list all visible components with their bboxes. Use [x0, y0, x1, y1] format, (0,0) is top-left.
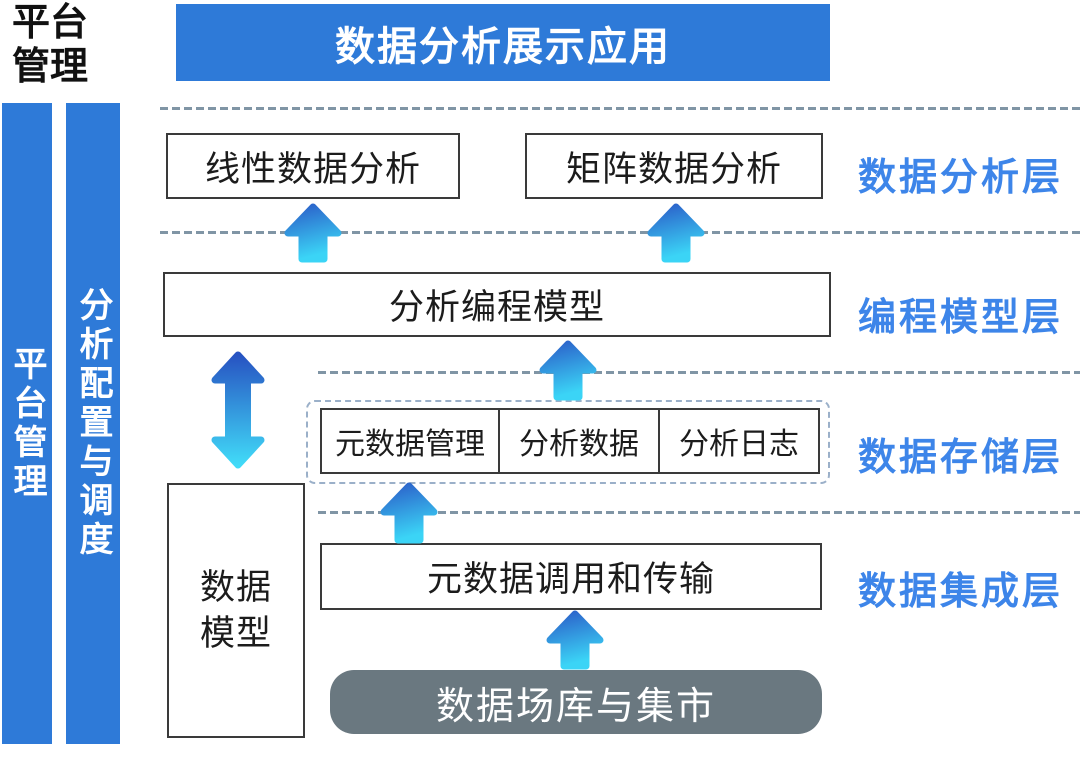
layer-divider-4 — [318, 511, 1080, 514]
corner-label-line2: 管理 — [12, 44, 89, 88]
box-analysis-programming-model: 分析编程模型 — [163, 272, 831, 337]
corner-label: 平台 管理 — [12, 0, 88, 88]
storage-cell-analysis-data: 分析数据 — [500, 410, 660, 472]
storage-group-dashed-container — [306, 400, 830, 484]
storage-cell-metadata-management: 元数据管理 — [322, 410, 500, 472]
double-arrow-icon — [211, 351, 265, 469]
box-metadata-call-transfer-label: 元数据调用和传输 — [426, 560, 715, 600]
box-linear-data-analysis: 线性数据分析 — [166, 133, 460, 199]
box-data-model-line2: 模型 — [199, 613, 272, 654]
box-data-warehouse-mart: 数据场库与集市 — [330, 670, 822, 734]
layer-divider-2 — [160, 231, 1080, 234]
layer-label-data-storage: 数据存储层 — [858, 435, 1064, 479]
top-banner-label: 数据分析展示应用 — [335, 23, 671, 70]
storage-cells: 元数据管理 分析数据 分析日志 — [320, 408, 820, 474]
box-matrix-data-analysis-label: 矩阵数据分析 — [565, 149, 782, 190]
sidebar-analysis-config-scheduling: 分析配置与调度 — [66, 103, 120, 744]
box-metadata-call-transfer: 元数据调用和传输 — [320, 543, 822, 610]
layer-label-data-integration: 数据集成层 — [858, 569, 1064, 613]
box-linear-data-analysis-label: 线性数据分析 — [204, 149, 421, 190]
storage-cell-analysis-log: 分析日志 — [679, 427, 799, 462]
layer-label-data-analysis: 数据分析层 — [858, 155, 1064, 199]
top-banner: 数据分析展示应用 — [176, 4, 830, 81]
sidebar-platform-management: 平台管理 — [2, 103, 52, 744]
sidebar-analysis-config-scheduling-label: 分析配置与调度 — [73, 287, 113, 560]
box-data-model: 数据 模型 — [167, 483, 305, 738]
layer-label-programming-model: 编程模型层 — [858, 295, 1064, 339]
box-matrix-data-analysis: 矩阵数据分析 — [525, 133, 823, 199]
layer-divider-1 — [160, 107, 1080, 110]
box-data-warehouse-mart-label: 数据场库与集市 — [435, 683, 716, 728]
box-data-model-line1: 数据 — [199, 567, 272, 608]
layer-divider-3 — [318, 371, 1080, 374]
corner-label-line1: 平台 — [12, 0, 89, 44]
sidebar-platform-management-label: 平台管理 — [7, 345, 47, 502]
box-analysis-programming-model-label: 分析编程模型 — [388, 288, 605, 328]
up-arrow-icon — [546, 610, 604, 670]
